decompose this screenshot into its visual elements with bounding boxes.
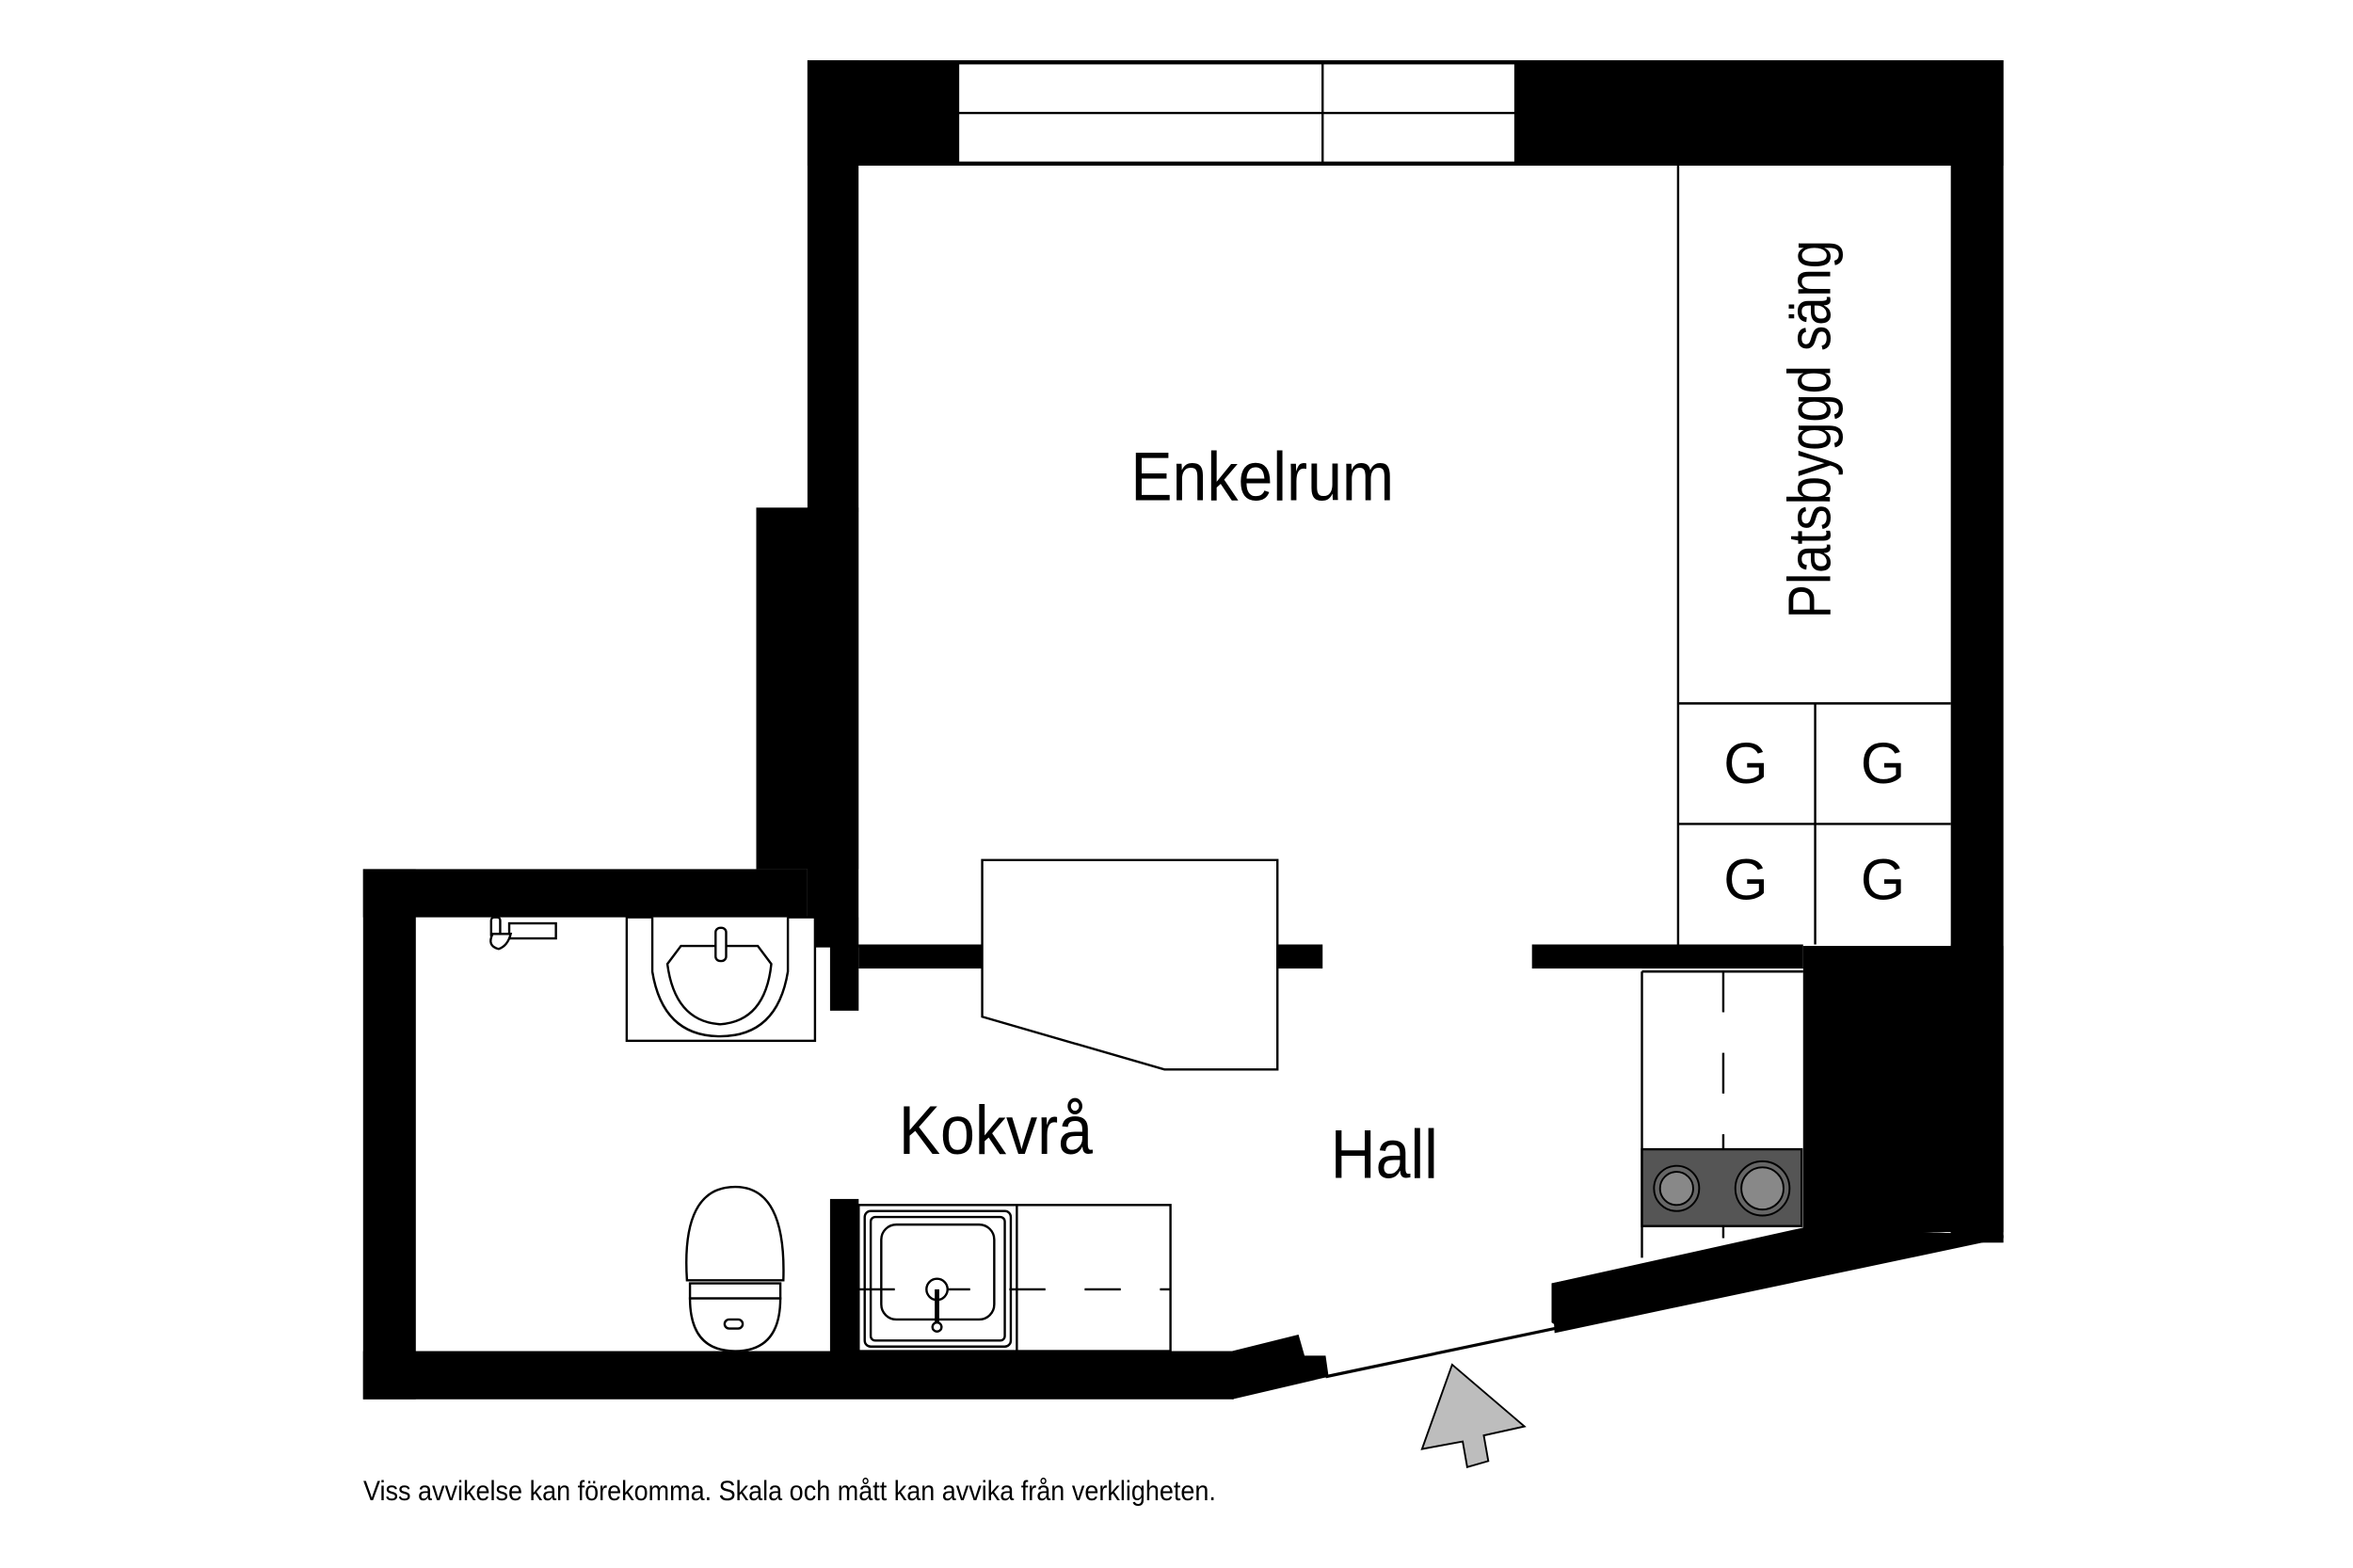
wardrobe-labels: G G G G xyxy=(1723,731,1905,911)
stove-icon xyxy=(1641,1147,1803,1227)
window xyxy=(956,62,1517,165)
room-label-hall: Hall xyxy=(1331,1115,1438,1192)
built-in-bed xyxy=(1676,166,1951,945)
room-label-enkelrum: Enkelrum xyxy=(1130,438,1394,515)
shower-fixture-icon xyxy=(489,916,557,951)
built-in-bed-label: Platsbyggd säng xyxy=(1775,240,1843,618)
wardrobe-label: G xyxy=(1723,731,1768,795)
wardrobe-label: G xyxy=(1861,847,1905,911)
wardrobe-label: G xyxy=(1723,847,1768,911)
toilet-icon xyxy=(685,1185,785,1352)
room-label-kokvra: Kokvrå xyxy=(899,1092,1093,1169)
wardrobe-label: G xyxy=(1861,731,1905,795)
walls xyxy=(362,60,2004,1400)
washbasin-icon xyxy=(625,916,817,1043)
kitchen-counter xyxy=(857,1204,1172,1352)
kitchen-sink-icon xyxy=(863,1209,1013,1348)
disclaimer-text: Viss avvikelse kan förekomma. Skala och … xyxy=(363,1476,1216,1507)
entrance-arrow-icon xyxy=(1420,1363,1527,1468)
door-swing-shape xyxy=(981,858,1279,1071)
entrance-door-line xyxy=(1325,1326,1556,1379)
